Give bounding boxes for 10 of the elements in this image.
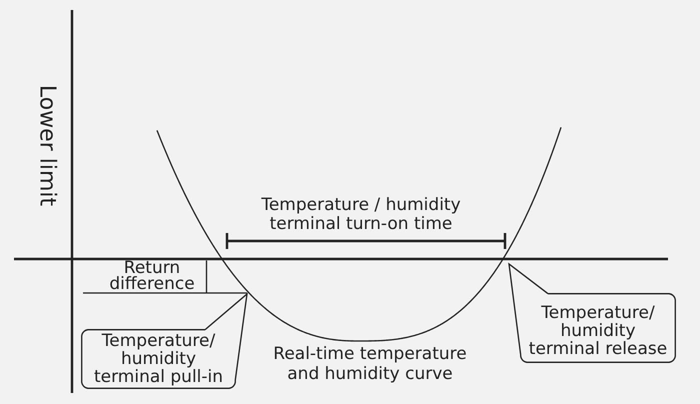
leader-line [204, 292, 248, 380]
axis-label: Lower limit [34, 84, 60, 208]
callout-text: Temperature/ humidity terminal release [528, 304, 668, 358]
dimension-label: Return difference [108, 260, 196, 292]
dimension-label: Temperature / humidity terminal turn-on time [260, 196, 462, 234]
callout-box [81, 329, 236, 389]
leader-line [508, 262, 548, 356]
callout-box [520, 293, 676, 363]
callout-text: Temperature/ humidity terminal pull-in [92, 332, 224, 386]
curve-label: Real-time temperature and humidity curve [272, 344, 468, 384]
